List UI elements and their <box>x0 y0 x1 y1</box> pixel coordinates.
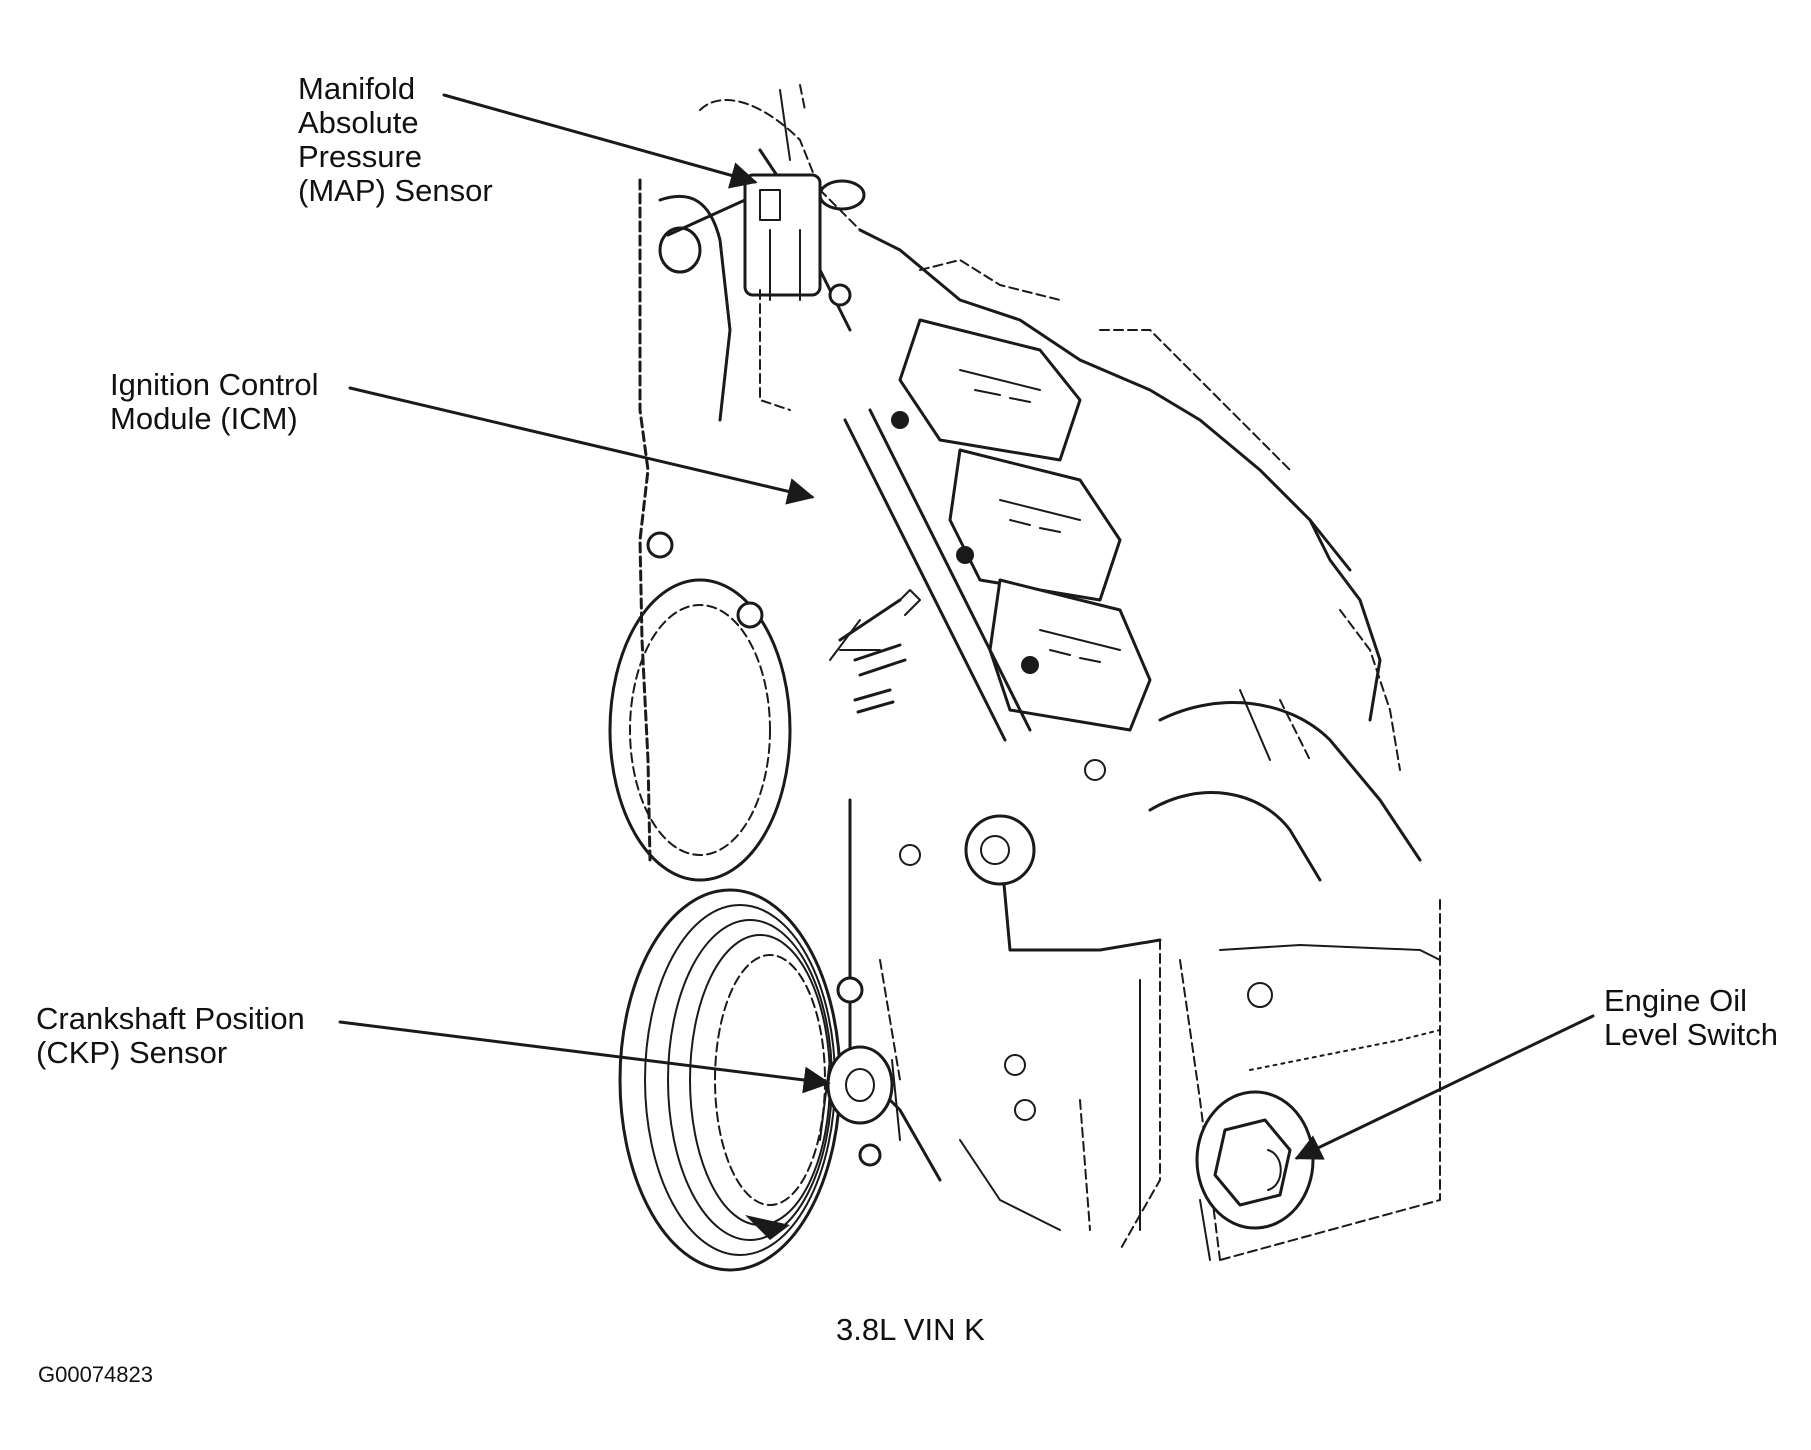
map-sensor-leader <box>442 93 758 189</box>
ckp-sensor-shape <box>819 1045 901 1141</box>
oil-level-switch-label: Engine Oil Level Switch <box>1604 983 1779 1052</box>
figure-id: G00074823 <box>38 1362 153 1387</box>
engine-block-outline <box>638 84 1441 1261</box>
ignition-coil-assembly <box>829 318 1152 886</box>
fasteners <box>646 283 1273 1167</box>
icm-leader <box>348 386 815 505</box>
oil-level-switch-shape <box>1195 1090 1315 1230</box>
map-sensor-shape <box>658 173 866 411</box>
ckp-sensor-leader <box>338 1020 831 1094</box>
ckp-sensor-label: Crankshaft Position (CKP) Sensor <box>36 1001 305 1070</box>
diagram-caption: 3.8L VIN K <box>836 1312 985 1347</box>
icm-label: Ignition Control Module (ICM) <box>110 367 319 436</box>
oil-level-switch-leader <box>1294 1014 1595 1160</box>
coolant-hose <box>1148 689 1422 882</box>
map-sensor-label: Manifold Absolute Pressure (MAP) Sensor <box>298 71 493 208</box>
